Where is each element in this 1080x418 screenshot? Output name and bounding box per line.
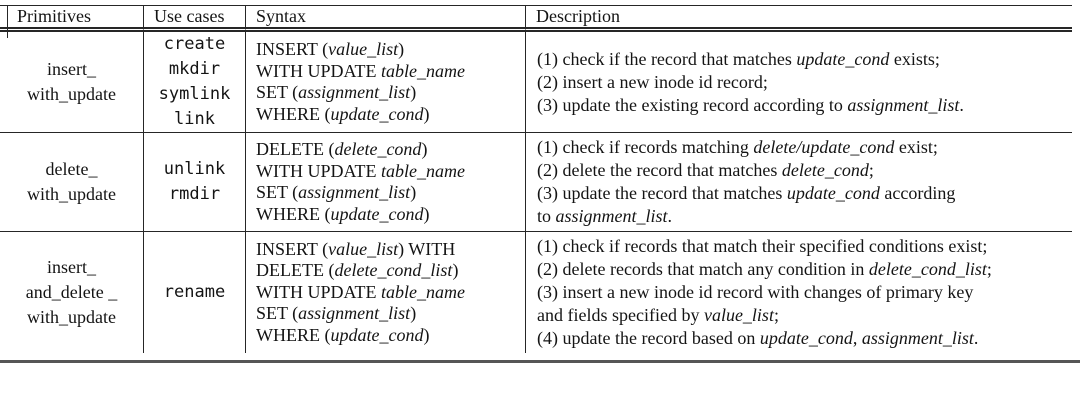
- text-line: WITH UPDATE table_name: [256, 281, 465, 302]
- header-row: Primitives Use cases Syntax Description: [0, 5, 1072, 32]
- text-line: rmdir: [168, 184, 221, 204]
- text-line: DELETE (delete_cond): [256, 139, 428, 159]
- text-line: (1) check if records that match their sp…: [537, 236, 988, 256]
- text-line: symlink: [158, 84, 231, 104]
- text-line: WHERE (update_cond): [256, 324, 430, 345]
- text-line: and_delete _: [25, 282, 118, 302]
- text-line: unlink: [163, 159, 226, 179]
- text-line: insert_: [47, 59, 96, 79]
- text-line: INSERT (value_list): [256, 39, 405, 59]
- cell-primitive: insert_ with_update: [0, 32, 143, 133]
- text-line: delete_: [45, 159, 98, 179]
- text-line: with_update: [27, 84, 116, 104]
- cell-use-cases: unlink rmdir: [143, 133, 245, 232]
- text-line: INSERT (value_list) WITH: [256, 238, 456, 259]
- text-line: SET (assignment_list): [256, 182, 417, 202]
- text-line: DELETE (delete_cond_list): [256, 260, 459, 281]
- cell-syntax: DELETE (delete_cond)WITH UPDATE table_na…: [245, 133, 525, 232]
- table-row-insert-with-update: insert_ with_update create mkdir symlink lin…: [0, 32, 1072, 133]
- column-header-description: Description: [525, 5, 1072, 32]
- cell-primitive: insert_ and_delete _ with_update: [0, 232, 143, 353]
- text-line: mkdir: [168, 59, 221, 79]
- text-line: with_update: [27, 184, 116, 204]
- text-line: (1) check if records matching delete/upd…: [537, 137, 938, 157]
- text-line: (3) insert a new inode id record with ch…: [537, 282, 974, 302]
- text-line: (2) insert a new inode id record;: [537, 71, 768, 92]
- cell-description: (1) check if records that match their sp…: [525, 232, 1072, 353]
- table-row-insert-and-delete-with-update: insert_ and_delete _ with_update rename IN…: [0, 232, 1072, 353]
- text-line: link: [174, 109, 215, 129]
- cell-description: (1) check if records matching delete/upd…: [525, 133, 1072, 232]
- text-line: (4) update the record based on update_co…: [537, 328, 979, 348]
- text-line: (2) delete the record that matches delet…: [537, 160, 874, 180]
- text-line: WITH UPDATE table_name: [256, 160, 465, 181]
- cell-use-cases: create mkdir symlink link: [143, 32, 245, 133]
- table-bottom-rule: [0, 360, 1080, 363]
- text-line: WHERE (update_cond): [256, 103, 430, 124]
- text-line: SET (assignment_list): [256, 303, 417, 324]
- primitives-table: Primitives Use cases Syntax Description …: [0, 5, 1072, 353]
- column-header-primitives: Primitives: [0, 5, 143, 32]
- text-line: (1) check if the record that matches upd…: [537, 48, 940, 69]
- text-line: rename: [163, 282, 226, 302]
- text-line: insert_: [47, 257, 96, 277]
- table-row-delete-with-update: delete_ with_update unlink rmdir DELETE (d…: [0, 133, 1072, 232]
- text-line: SET (assignment_list): [256, 82, 417, 102]
- text-line: (3) update the record that matches updat…: [537, 183, 956, 203]
- cell-syntax: INSERT (value_list)WITH UPDATE table_nam…: [245, 32, 525, 133]
- text-line: WITH UPDATE table_name: [256, 60, 465, 81]
- text-line: WHERE (update_cond): [256, 203, 430, 224]
- cell-use-cases: rename: [143, 232, 245, 353]
- column-header-use-cases: Use cases: [143, 5, 245, 32]
- text-line: to assignment_list.: [537, 206, 673, 226]
- text-line: create: [163, 34, 226, 54]
- text-line: (2) delete records that match any condit…: [537, 259, 992, 279]
- text-line: with_update: [27, 307, 116, 327]
- cell-primitive: delete_ with_update: [0, 133, 143, 232]
- text-line: and fields specified by value_list;: [537, 305, 779, 325]
- text-line: (3) update the existing record according…: [537, 94, 964, 115]
- column-header-syntax: Syntax: [245, 5, 525, 32]
- header-left-border: [7, 5, 9, 38]
- cell-description: (1) check if the record that matches upd…: [525, 32, 1072, 133]
